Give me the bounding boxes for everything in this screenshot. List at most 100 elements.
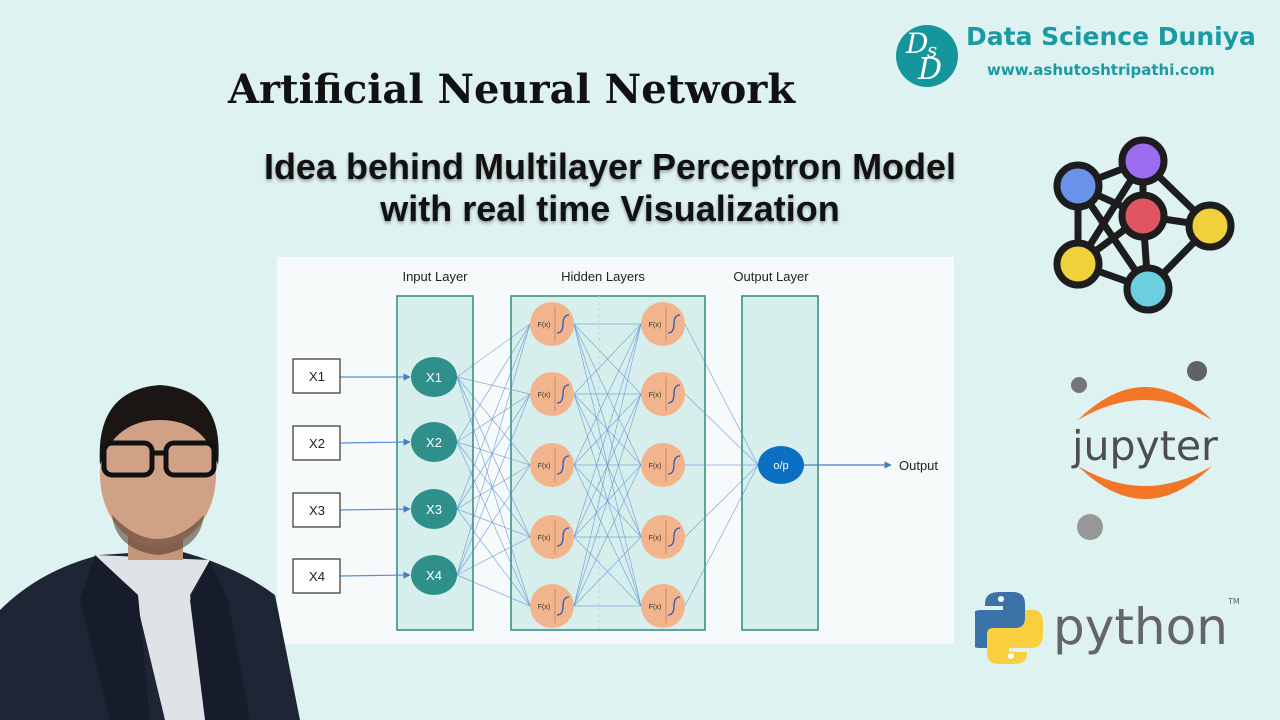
edge-hidden2-to-output	[684, 464, 759, 607]
presenter-face	[100, 403, 216, 547]
neural-network-icon	[1053, 136, 1235, 314]
activation-curve-icon	[556, 384, 570, 404]
brand-logo: D s D	[896, 25, 958, 87]
network-node-red	[1118, 191, 1168, 241]
output-node-label: o/p	[773, 460, 788, 472]
hidden-node-label: F(x)	[538, 535, 550, 542]
brand-name: Data Science Duniya	[966, 22, 1256, 51]
input-node-label: X4	[426, 568, 442, 583]
activation-curve-icon	[556, 596, 570, 616]
raw-input-label: X2	[309, 436, 325, 451]
presenter-beard	[112, 515, 204, 555]
edge-hidden2-to-output	[684, 393, 759, 466]
edge-raw-to-input	[339, 571, 411, 579]
edge-input-to-hidden1	[456, 574, 531, 607]
mlp-diagram-svg: Input Layer Hidden Layers Output Layer X…	[292, 269, 938, 631]
hidden-node-label: F(x)	[538, 463, 550, 470]
raw-input-x1: X1	[292, 358, 341, 394]
edge-input-to-hidden1	[456, 464, 531, 576]
presenter-photo	[0, 385, 300, 720]
edge-hidden1-to-hidden2	[573, 536, 642, 607]
output-label: Output	[899, 458, 938, 473]
network-node-cyan	[1123, 264, 1173, 314]
jupyter-moon-large	[1077, 514, 1103, 540]
edge-hidden1-to-hidden2	[573, 393, 642, 607]
hidden-nodes: F(x)F(x)F(x)F(x)F(x)F(x)F(x)F(x)F(x)F(x)	[530, 302, 685, 628]
edge-input-to-hidden1	[456, 508, 531, 607]
raw-input-label: X3	[309, 503, 325, 518]
activation-curve-icon	[667, 455, 681, 475]
subtitle: Idea behind Multilayer Perceptron Model …	[200, 146, 1020, 230]
edge-hidden1-to-hidden2	[573, 464, 642, 607]
hidden-node-label: F(x)	[649, 535, 661, 542]
network-node-blue	[1053, 161, 1103, 211]
jupyter-moon-medium	[1187, 361, 1207, 381]
activation-curve-icon	[667, 314, 681, 334]
presenter-lapel-right	[190, 560, 250, 720]
raw-input-label: X1	[309, 369, 325, 384]
mlp-diagram: Input Layer Hidden Layers Output Layer X…	[277, 257, 954, 644]
network-node-yellow-left	[1053, 239, 1103, 289]
presenter-shirt	[95, 555, 210, 720]
python-wordmark: python	[1053, 598, 1228, 656]
edge-hidden1-to-hidden2	[573, 323, 642, 607]
raw-input-x3: X3	[292, 492, 341, 528]
presenter-glasses	[101, 440, 217, 478]
hidden-node-label: F(x)	[649, 392, 661, 399]
edge-input-to-hidden1	[456, 376, 531, 538]
hidden-node: F(x)	[641, 443, 685, 487]
edge-hidden1-to-hidden2	[573, 323, 642, 466]
input-node-x2: X2	[411, 422, 457, 462]
hidden-node: F(x)	[530, 372, 574, 416]
input-node-label: X1	[426, 370, 442, 385]
hidden-node: F(x)	[530, 443, 574, 487]
input-node-label: X2	[426, 435, 442, 450]
hidden-node: F(x)	[641, 584, 685, 628]
raw-input-x2: X2	[292, 425, 341, 461]
edge-input-to-hidden1	[456, 393, 531, 510]
hidden-node: F(x)	[530, 302, 574, 346]
input-node-x3: X3	[411, 489, 457, 529]
python-logo: python TM	[975, 592, 1240, 664]
python-snake-icon	[975, 592, 1043, 664]
hidden-node: F(x)	[641, 372, 685, 416]
hidden-node: F(x)	[530, 515, 574, 559]
activation-curve-icon	[556, 455, 570, 475]
layer-title-output: Output Layer	[733, 269, 809, 284]
input-node-x1: X1	[411, 357, 457, 397]
edge-raw-to-input	[339, 505, 411, 513]
activation-curve-icon	[556, 527, 570, 547]
network-node-yellow-right	[1185, 201, 1235, 251]
edge-input-to-hidden1	[456, 393, 531, 576]
jupyter-top-arc	[1078, 387, 1212, 420]
activation-curve-icon	[667, 527, 681, 547]
brand-url: www.ashutoshtripathi.com	[987, 61, 1215, 79]
hidden-node-label: F(x)	[538, 604, 550, 611]
edge-input-to-hidden1	[456, 508, 531, 538]
edge-raw-to-input	[339, 438, 411, 446]
raw-input-x4: X4	[292, 558, 341, 594]
layer-title-hidden: Hidden Layers	[561, 269, 645, 284]
main-title: Artificial Neural Network	[228, 66, 796, 113]
edge-input-to-hidden1	[456, 376, 531, 607]
output-node: o/p	[758, 446, 804, 484]
python-trademark: TM	[1227, 597, 1240, 606]
edge-input-to-hidden1	[456, 323, 531, 378]
edge-input-to-hidden1	[456, 323, 531, 443]
input-node-label: X3	[426, 502, 442, 517]
edge-input-to-hidden1	[456, 441, 531, 538]
presenter-lapel-left	[80, 555, 150, 720]
edge-hidden2-to-output	[684, 464, 759, 538]
edge-hidden1-to-hidden2	[573, 323, 642, 395]
hidden-node-label: F(x)	[649, 604, 661, 611]
edge-input-to-hidden1	[456, 464, 531, 510]
activation-curve-icon	[667, 384, 681, 404]
presenter-hair	[99, 385, 219, 465]
brand-monogram-top: D	[906, 27, 929, 60]
edge-input-to-hidden1	[456, 536, 531, 576]
jupyter-moon-small	[1071, 377, 1087, 393]
brand-monogram-bottom: D	[918, 52, 943, 87]
edge-hidden1-to-hidden2	[573, 323, 642, 538]
edge-input-to-hidden1	[456, 376, 531, 466]
edge-input-to-hidden1	[456, 441, 531, 607]
